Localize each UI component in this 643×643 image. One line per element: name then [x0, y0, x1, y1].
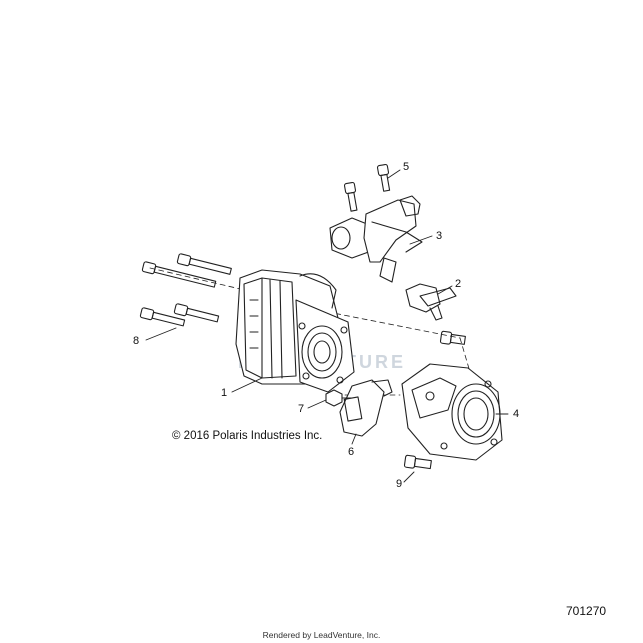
callout-4: 4: [513, 408, 519, 420]
part-1-throttle-body: [235, 269, 355, 393]
callout-8: 8: [133, 335, 139, 347]
copyright-text: © 2016 Polaris Industries Inc.: [172, 430, 323, 442]
callout-7: 7: [298, 403, 304, 415]
part-3-fuel-rail-bracket: [329, 195, 423, 283]
part-6-sensor: [339, 379, 393, 437]
callout-9: 9: [396, 478, 402, 490]
part-8-bolts: [139, 253, 232, 327]
callout-labels: 1 2 3 4 5 6 7 8 9: [133, 161, 519, 490]
callout-3: 3: [436, 230, 442, 242]
footer-credit: Rendered by LeadVenture, Inc.: [262, 630, 381, 640]
figure-id: 701270: [566, 604, 607, 618]
part-9-upper-bolt: [439, 330, 466, 345]
callout-1: 1: [221, 387, 227, 399]
part-7-screw: [325, 389, 353, 407]
callout-5: 5: [403, 161, 409, 173]
part-9-lower-bolt: [403, 454, 432, 470]
part-5-bolts: [343, 163, 391, 212]
leader-lines: [145, 169, 509, 483]
callout-6: 6: [348, 446, 354, 458]
callout-2: 2: [455, 278, 461, 290]
part-4-intake-housing: [401, 363, 503, 461]
part-2-fuel-injector: [405, 283, 457, 321]
